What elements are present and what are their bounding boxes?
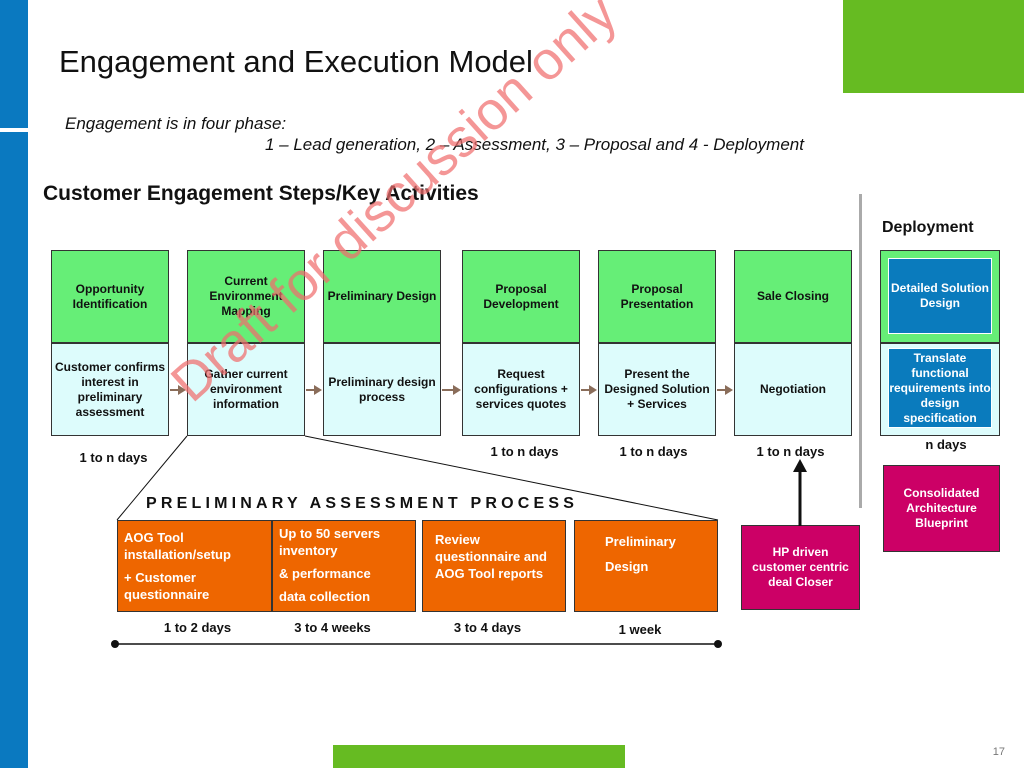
stage-3-title: Preliminary Design — [323, 250, 441, 343]
assessment-step-1-duration: 1 to 2 days — [163, 620, 232, 635]
translate-requirements-box: Translate functional requirements into d… — [888, 348, 992, 428]
stage-5-duration: 1 to n days — [619, 444, 688, 459]
assessment-step-2-duration: 3 to 4 weeks — [294, 620, 371, 635]
assessment-step-4-line-1: Preliminary — [605, 534, 676, 549]
left-brand-bar-bottom — [0, 132, 28, 768]
assessment-step-2-line-2: & performance — [279, 566, 371, 581]
stage-2-title: Current Environment Mapping — [187, 250, 305, 343]
closer-to-sale-arrow — [793, 459, 807, 526]
slide-title: Engagement and Execution Model — [59, 44, 533, 79]
stage-2-activity: Gather current environment information — [187, 343, 305, 436]
subtitle-line-2: 1 – Lead generation, 2 – Assessment, 3 –… — [265, 135, 804, 154]
arrow-5-6 — [717, 385, 733, 395]
deployment-heading: Deployment — [882, 219, 974, 236]
top-right-green-block — [843, 0, 1024, 93]
arrow-4-5 — [581, 385, 597, 395]
architecture-blueprint-box: Consolidated Architecture Blueprint — [883, 465, 1000, 552]
assessment-step-4-duration: 1 week — [618, 622, 662, 637]
assessment-step-2-line-1: Up to 50 servers inventory — [279, 526, 381, 558]
assessment-step-3: Review questionnaire and AOG Tool report… — [422, 520, 566, 612]
detailed-solution-design-box: Detailed Solution Design — [888, 258, 992, 334]
page-number: 17 — [992, 746, 1005, 758]
left-brand-bar-top — [0, 0, 28, 128]
assessment-step-2: Up to 50 servers inventory & performance… — [272, 520, 416, 612]
stage-6-activity: Negotiation — [734, 343, 852, 436]
section-heading: Customer Engagement Steps/Key Activities — [43, 182, 479, 205]
deployment-duration: n days — [925, 437, 967, 452]
stage-5-title: Proposal Presentation — [598, 250, 716, 343]
stage-6-duration: 1 to n days — [756, 444, 825, 459]
stage-6-title: Sale Closing — [734, 250, 852, 343]
stage-1-duration: 1 to n days — [79, 450, 148, 465]
stage-4-title: Proposal Development — [462, 250, 580, 343]
assessment-step-1-line-2: + Customer questionnaire — [124, 570, 210, 602]
stage-5-activity: Present the Designed Solution + Services — [598, 343, 716, 436]
stage-1-activity: Customer confirms interest in preliminar… — [51, 343, 169, 436]
deployment-separator — [859, 194, 862, 508]
assessment-step-2-line-3: data collection — [279, 589, 371, 604]
assessment-process-label: PRELIMINARY ASSESSMENT PROCESS — [146, 495, 579, 512]
bottom-green-bar — [333, 745, 625, 768]
assessment-step-1: AOG Tool installation/setup + Customer q… — [117, 520, 272, 612]
assessment-step-4-line-2: Design — [605, 559, 649, 574]
stage-4-duration: 1 to n days — [490, 444, 559, 459]
arrow-3-4 — [442, 385, 461, 395]
assessment-step-3-line-1: Review questionnaire and AOG Tool report… — [435, 532, 547, 581]
assessment-step-4: Preliminary Design — [574, 520, 718, 612]
assessment-step-3-duration: 3 to 4 days — [453, 620, 522, 635]
hp-deal-closer-box: HP driven customer centric deal Closer — [741, 525, 860, 610]
subtitle-line-1: Engagement is in four phase: — [65, 114, 287, 133]
assessment-step-1-line-1: AOG Tool installation/setup — [124, 530, 231, 562]
arrow-2-3 — [306, 385, 322, 395]
stage-3-activity: Preliminary design process — [323, 343, 441, 436]
arrow-1-2 — [170, 385, 186, 395]
stage-1-title: Opportunity Identification — [51, 250, 169, 343]
stage-4-activity: Request configurations + services quotes — [462, 343, 580, 436]
